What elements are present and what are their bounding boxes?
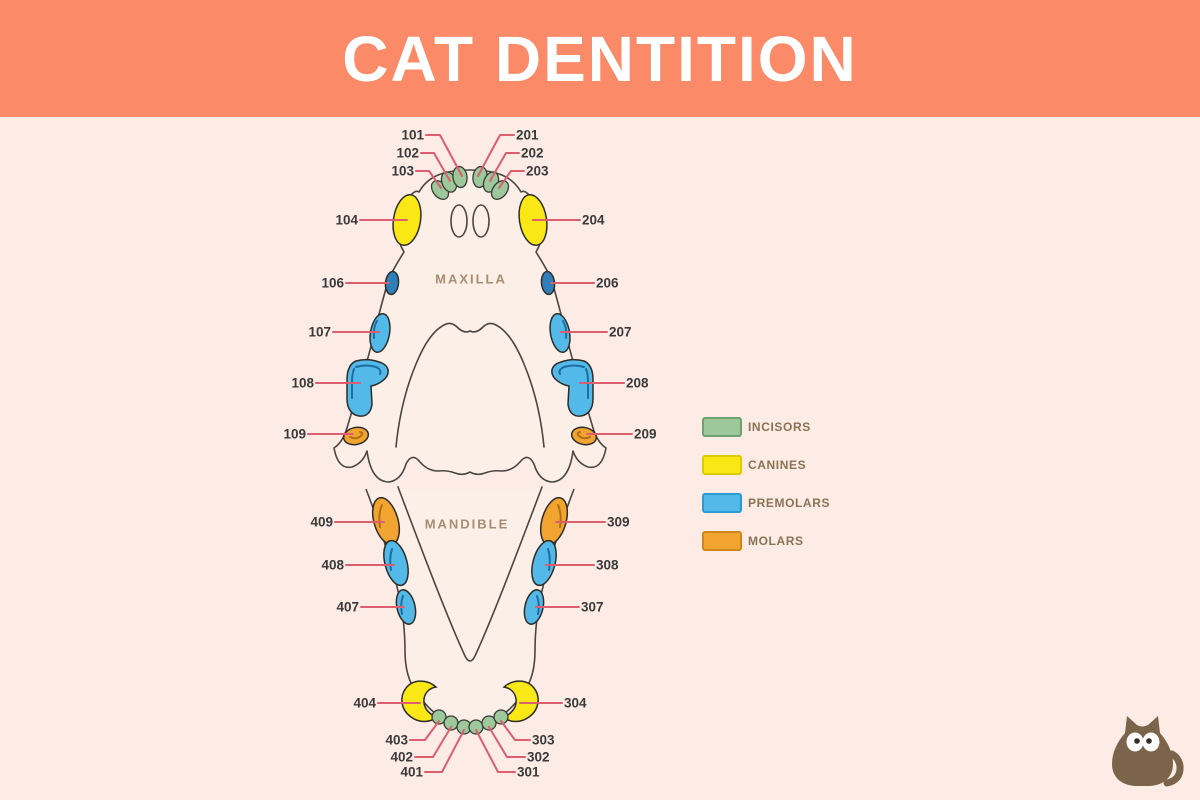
maxilla-label: MAXILLA	[435, 272, 507, 287]
legend: INCISORS CANINES PREMOLARS MOLARS	[702, 416, 831, 569]
palatine-foramen-right	[472, 204, 490, 238]
leader-301	[475, 729, 516, 773]
mandible-inner-v	[397, 486, 543, 662]
tooth-labels: 101 102 103 104 106 107 108 109 201 202 …	[283, 128, 656, 780]
leader-lines	[307, 134, 633, 773]
label-404: 404	[353, 696, 376, 711]
mandible-group: MANDIBLE	[365, 486, 575, 735]
leader-102	[420, 152, 451, 182]
tooth-208	[551, 358, 594, 417]
page-title: CAT DENTITION	[342, 22, 858, 95]
tooth-109	[342, 426, 370, 446]
cat-pupil-left	[1134, 738, 1140, 744]
label-303: 303	[532, 733, 555, 748]
label-203: 203	[526, 164, 549, 179]
label-402: 402	[390, 750, 413, 765]
tooth-404	[401, 680, 439, 723]
label-104: 104	[335, 213, 358, 228]
label-408: 408	[321, 558, 344, 573]
tooth-302	[481, 715, 497, 731]
label-207: 207	[609, 325, 632, 340]
tooth-208-ridge	[558, 364, 589, 399]
tooth-309-ridge	[557, 504, 562, 528]
legend-item-canines: CANINES	[702, 454, 830, 475]
label-304: 304	[564, 696, 587, 711]
leader-401	[424, 729, 465, 773]
leader-203	[498, 170, 525, 189]
label-201: 201	[516, 128, 539, 143]
tooth-408-ridge	[389, 548, 393, 571]
tooth-308-ridge	[547, 548, 551, 571]
leader-202	[489, 152, 520, 182]
molars-label: MOLARS	[748, 533, 804, 548]
tooth-101	[452, 165, 468, 189]
tooth-303	[493, 709, 509, 725]
tooth-209-ridge	[576, 431, 591, 440]
label-407: 407	[336, 600, 359, 615]
label-202: 202	[521, 146, 544, 161]
label-101: 101	[401, 128, 424, 143]
canines-swatch	[702, 454, 742, 475]
premolars-swatch	[702, 492, 742, 513]
label-108: 108	[291, 376, 314, 391]
incisors-swatch	[702, 416, 742, 437]
label-307: 307	[581, 600, 604, 615]
cat-body	[1112, 716, 1173, 786]
tooth-203	[490, 180, 510, 200]
leader-302	[488, 726, 526, 758]
label-409: 409	[310, 515, 333, 530]
legend-item-incisors: INCISORS	[702, 416, 830, 437]
palatine-foramen-left	[450, 204, 468, 238]
label-208: 208	[626, 376, 649, 391]
label-106: 106	[321, 276, 344, 291]
tooth-209	[570, 426, 598, 446]
cat-mascot-icon	[1112, 716, 1184, 787]
header-banner: CAT DENTITION	[0, 0, 1200, 117]
tooth-108	[346, 358, 389, 417]
label-107: 107	[308, 325, 331, 340]
label-103: 103	[391, 164, 414, 179]
maxilla-group: MAXILLA	[333, 165, 607, 483]
tooth-307-ridge	[536, 595, 540, 615]
premolars-label: PREMOLARS	[748, 495, 831, 510]
tooth-108-ridge	[351, 364, 382, 399]
leader-201	[477, 134, 515, 177]
cat-pupil-right	[1146, 738, 1152, 744]
legend-item-premolars: PREMOLARS	[702, 492, 831, 513]
tooth-109-ridge	[349, 431, 364, 440]
tooth-107-ridge	[372, 320, 378, 339]
label-206: 206	[596, 276, 619, 291]
label-302: 302	[527, 750, 550, 765]
tooth-407-ridge	[400, 595, 404, 615]
mandible-label: MANDIBLE	[425, 517, 510, 532]
label-401: 401	[400, 765, 423, 780]
label-301: 301	[517, 765, 540, 780]
label-403: 403	[385, 733, 408, 748]
leader-402	[414, 726, 452, 758]
label-102: 102	[396, 146, 419, 161]
legend-item-molars: MOLARS	[702, 530, 830, 551]
tooth-207-ridge	[562, 320, 568, 339]
label-209: 209	[634, 427, 657, 442]
label-204: 204	[582, 213, 605, 228]
tooth-403	[431, 709, 447, 725]
label-308: 308	[596, 558, 619, 573]
maxilla-outline	[333, 169, 607, 483]
leader-103	[415, 170, 442, 189]
incisors-label: INCISORS	[748, 419, 811, 434]
label-109: 109	[283, 427, 306, 442]
tooth-304	[501, 680, 539, 723]
cat-tail	[1163, 750, 1184, 787]
tooth-409-ridge	[378, 504, 383, 528]
molars-swatch	[702, 530, 742, 551]
canines-label: CANINES	[748, 457, 807, 472]
leader-101	[425, 134, 463, 177]
label-309: 309	[607, 515, 630, 530]
leader-303	[500, 720, 531, 741]
leader-403	[409, 720, 440, 741]
palate-outline	[395, 322, 545, 448]
